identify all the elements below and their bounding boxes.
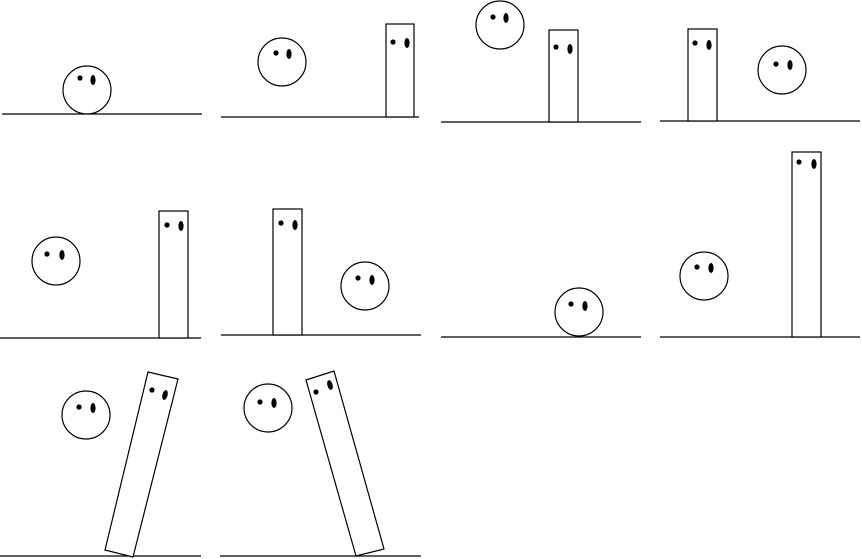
block-character [548,29,579,123]
ball-left-eye [273,50,279,56]
ball-character [340,261,390,311]
ball-body [31,236,81,286]
block-character [272,208,303,336]
tilted-block-character [104,371,179,558]
panel-6 [221,208,421,336]
ball-body [340,261,390,311]
ball-left-eye [76,404,82,410]
ball-character [679,251,729,301]
panel-7 [441,287,641,338]
panel-8 [660,151,860,338]
ball-body [257,37,307,87]
ball-left-eye [77,75,83,81]
ball-left-eye [490,14,496,20]
block-body [385,23,415,118]
block-character [687,28,718,122]
block-character [791,151,822,338]
ball-body [475,0,525,50]
block-body [305,370,385,557]
block-body [687,28,718,122]
ball-right-eye [286,49,292,59]
block-left-eye [390,39,396,45]
ball-body [61,390,111,440]
ball-body [62,65,112,115]
block-left-eye [553,44,559,50]
ball-character [62,65,112,115]
block-right-eye [162,390,168,400]
ball-left-eye [773,61,779,67]
block-body [548,29,579,123]
ball-character [554,287,604,337]
ball-left-eye [568,301,574,307]
block-left-eye [313,389,319,395]
ball-right-eye [271,398,277,408]
panel-3 [441,0,641,123]
ball-left-eye [44,251,50,257]
panel-4 [660,28,860,122]
panel-10 [220,370,421,557]
ball-left-eye [694,264,700,270]
block-body [791,151,822,338]
ball-left-eye [257,399,263,405]
ball-right-eye [90,403,96,413]
ball-character [757,45,807,95]
block-left-eye [278,220,284,226]
block-left-eye [796,159,802,165]
block-right-eye [811,159,817,169]
block-left-eye [692,40,698,46]
ball-character [61,390,111,440]
ball-right-eye [90,75,96,85]
block-right-eye [292,220,298,230]
block-character [385,23,415,118]
block-left-eye [164,222,170,228]
block-right-eye [327,380,333,390]
block-character [158,210,189,339]
block-left-eye [149,387,155,393]
panel-5 [0,210,201,339]
ball-character [475,0,525,50]
block-body [158,210,189,339]
ball-left-eye [355,275,361,281]
ball-right-eye [369,275,375,285]
ball-right-eye [582,301,588,311]
ball-body [757,45,807,95]
panel-9 [0,371,201,558]
tilted-block-character [305,370,385,557]
ball-character [31,236,81,286]
ball-right-eye [708,263,714,273]
ball-right-eye [787,60,793,70]
block-right-eye [567,44,573,54]
ball-body [243,383,293,433]
block-right-eye [706,40,712,50]
panel-2 [221,23,419,118]
panel-1 [2,65,202,115]
block-right-eye [404,38,410,48]
block-body [272,208,303,336]
block-right-eye [178,221,184,231]
block-body [104,371,179,558]
ball-character [257,37,307,87]
ball-body [554,287,604,337]
ball-right-eye [59,250,65,260]
ball-character [243,383,293,433]
ball-right-eye [503,13,509,23]
ball-body [679,251,729,301]
